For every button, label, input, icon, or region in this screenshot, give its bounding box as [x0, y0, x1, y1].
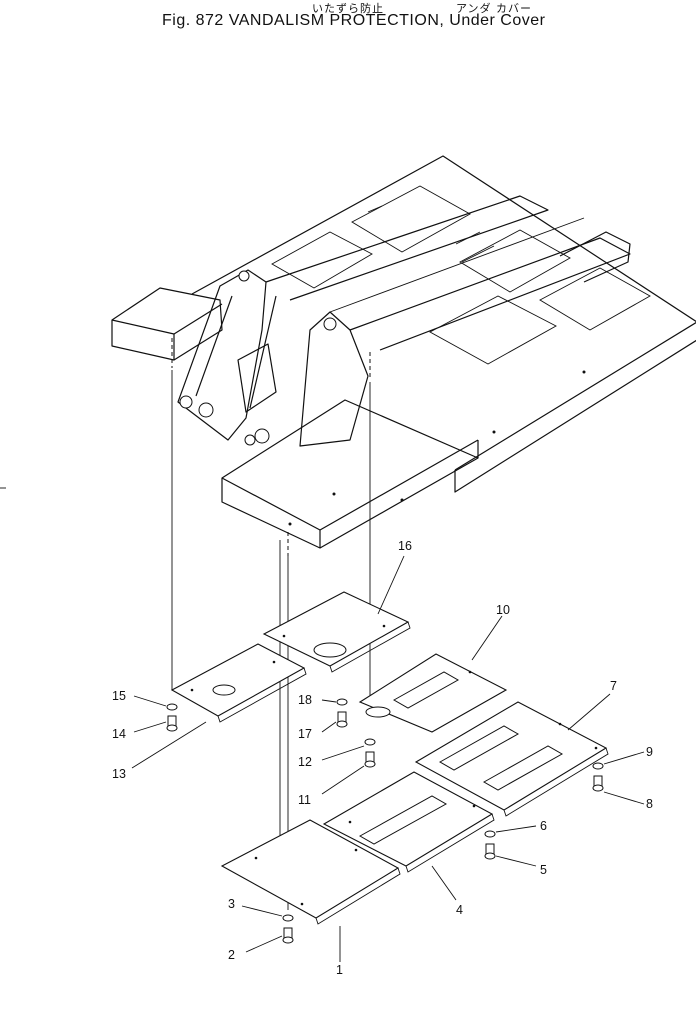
cover-10	[358, 653, 508, 733]
callout-1: 1	[336, 963, 343, 977]
cover-4	[322, 771, 495, 873]
callout-5: 5	[540, 863, 547, 877]
callout-4: 4	[456, 903, 463, 917]
cover-7	[414, 701, 609, 817]
callout-10: 10	[496, 603, 510, 617]
callout-7: 7	[610, 679, 617, 693]
fasteners	[166, 698, 604, 944]
cover-16	[262, 591, 411, 673]
callout-14: 14	[112, 727, 126, 741]
callout-12: 12	[298, 755, 312, 769]
callout-13: 13	[112, 767, 126, 781]
callout-6: 6	[540, 819, 547, 833]
cover-1	[220, 819, 401, 925]
callout-16: 16	[398, 539, 412, 553]
callout-15: 15	[112, 689, 126, 703]
callout-11: 11	[298, 793, 311, 807]
callout-17: 17	[298, 727, 312, 741]
alignment-lines	[171, 338, 371, 910]
callout-labels: 1 2 3 4 5 6 7 8 9 10 11 12 13 14 15 16 1…	[112, 539, 653, 977]
callout-8: 8	[646, 797, 653, 811]
figure-title: Fig. 872 VANDALISM PROTECTION, Under Cov…	[162, 12, 546, 29]
revolving-frame	[111, 155, 696, 549]
leader-lines	[131, 555, 645, 962]
callout-3: 3	[228, 897, 235, 911]
japanese-caption-left: いたずら防止	[312, 2, 384, 15]
callout-2: 2	[228, 948, 235, 962]
cover-13	[170, 643, 307, 723]
japanese-caption-right: アンダ カバー	[456, 2, 533, 15]
callout-9: 9	[646, 745, 653, 759]
callout-18: 18	[298, 693, 312, 707]
